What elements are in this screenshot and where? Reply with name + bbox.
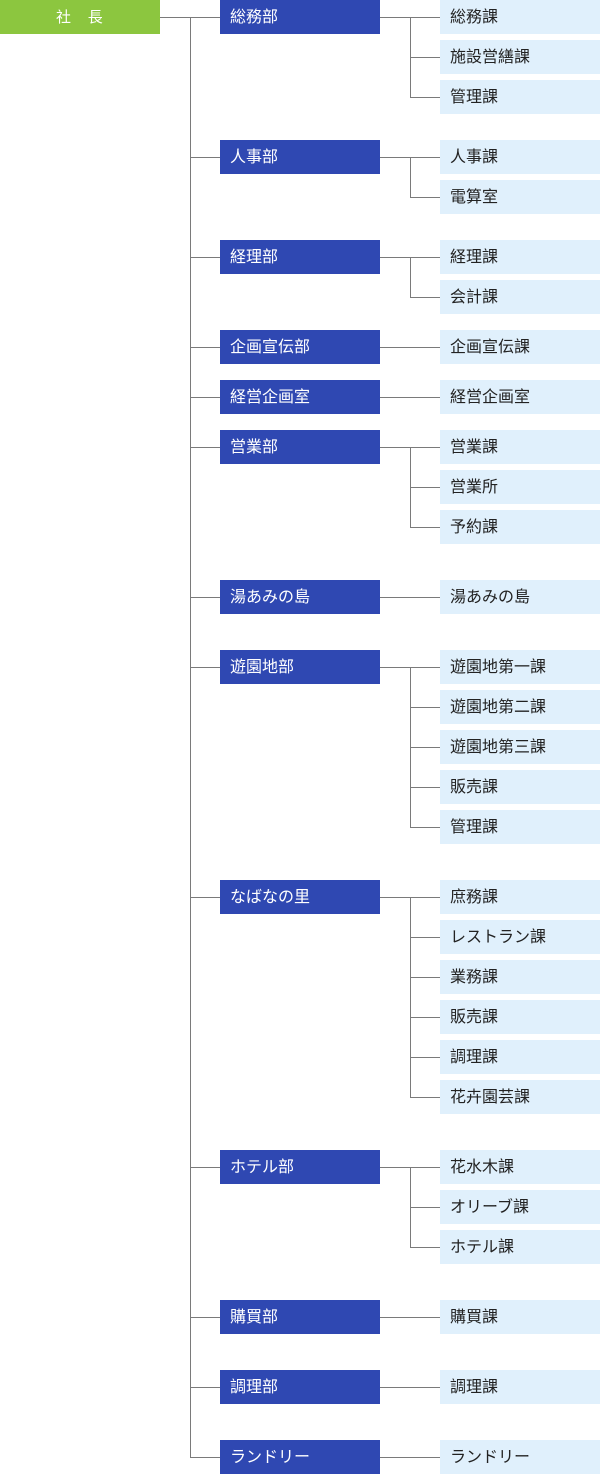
connector-trunk-to-department xyxy=(190,447,220,448)
section-box: ホテル課 xyxy=(440,1230,600,1264)
section-box: 販売課 xyxy=(440,1000,600,1034)
root-president: 社 長 xyxy=(0,0,160,34)
department-box: 遊園地部 xyxy=(220,650,380,684)
connector-department-to-branch xyxy=(380,257,410,258)
connector-branch-to-section xyxy=(410,707,440,708)
connector-branch-to-section xyxy=(410,157,440,158)
section-box: 購買課 xyxy=(440,1300,600,1334)
connector-department-to-section xyxy=(380,1317,440,1318)
connector-branch-to-section xyxy=(410,527,440,528)
connector-department-to-branch xyxy=(380,897,410,898)
connector-branch-to-section xyxy=(410,57,440,58)
connector-trunk-to-department xyxy=(190,597,220,598)
connector-branch-to-section xyxy=(410,447,440,448)
section-box: ランドリー xyxy=(440,1440,600,1474)
connector-department-to-branch xyxy=(380,157,410,158)
connector-branch-vertical xyxy=(410,897,411,1098)
connector-branch-to-section xyxy=(410,97,440,98)
section-box: 花水木課 xyxy=(440,1150,600,1184)
connector-branch-to-section xyxy=(410,747,440,748)
connector-branch-to-section xyxy=(410,937,440,938)
connector-trunk-to-department xyxy=(190,1387,220,1388)
section-box: 営業課 xyxy=(440,430,600,464)
connector-trunk-to-department xyxy=(190,347,220,348)
department-box: 企画宣伝部 xyxy=(220,330,380,364)
section-box: 管理課 xyxy=(440,810,600,844)
section-box: 管理課 xyxy=(440,80,600,114)
section-box: 予約課 xyxy=(440,510,600,544)
connector-branch-to-section xyxy=(410,1167,440,1168)
department-box: 湯あみの島 xyxy=(220,580,380,614)
connector-branch-to-section xyxy=(410,257,440,258)
connector-branch-to-section xyxy=(410,787,440,788)
connector-branch-to-section xyxy=(410,1097,440,1098)
section-box: 経営企画室 xyxy=(440,380,600,414)
connector-department-to-branch xyxy=(380,17,410,18)
section-box: 庶務課 xyxy=(440,880,600,914)
section-box: 遊園地第二課 xyxy=(440,690,600,724)
section-box: 会計課 xyxy=(440,280,600,314)
section-box: 花卉園芸課 xyxy=(440,1080,600,1114)
connector-branch-to-section xyxy=(410,17,440,18)
connector-department-to-branch xyxy=(380,1167,410,1168)
connector-branch-vertical xyxy=(410,157,411,198)
section-box: 総務課 xyxy=(440,0,600,34)
department-box: 購買部 xyxy=(220,1300,380,1334)
department-box: 調理部 xyxy=(220,1370,380,1404)
section-box: 施設営繕課 xyxy=(440,40,600,74)
connector-branch-to-section xyxy=(410,1247,440,1248)
connector-department-to-branch xyxy=(380,667,410,668)
connector-trunk-to-department xyxy=(190,1167,220,1168)
section-box: 遊園地第一課 xyxy=(440,650,600,684)
connector-branch-to-section xyxy=(410,487,440,488)
connector-trunk-to-department xyxy=(190,1457,220,1458)
connector-trunk-vertical xyxy=(190,17,191,1458)
department-box: ランドリー xyxy=(220,1440,380,1474)
department-box: 総務部 xyxy=(220,0,380,34)
department-box: ホテル部 xyxy=(220,1150,380,1184)
section-box: オリーブ課 xyxy=(440,1190,600,1224)
connector-department-to-section xyxy=(380,397,440,398)
department-box: なばなの里 xyxy=(220,880,380,914)
section-box: 人事課 xyxy=(440,140,600,174)
connector-branch-to-section xyxy=(410,1057,440,1058)
connector-branch-to-section xyxy=(410,1017,440,1018)
department-box: 経営企画室 xyxy=(220,380,380,414)
section-box: 遊園地第三課 xyxy=(440,730,600,764)
department-box: 営業部 xyxy=(220,430,380,464)
connector-trunk-to-department xyxy=(190,397,220,398)
section-box: レストラン課 xyxy=(440,920,600,954)
section-box: 調理課 xyxy=(440,1370,600,1404)
connector-department-to-section xyxy=(380,597,440,598)
section-box: 販売課 xyxy=(440,770,600,804)
connector-trunk-to-department xyxy=(190,157,220,158)
connector-trunk-to-department xyxy=(190,667,220,668)
department-box: 人事部 xyxy=(220,140,380,174)
section-box: 調理課 xyxy=(440,1040,600,1074)
connector-branch-to-section xyxy=(410,197,440,198)
section-box: 電算室 xyxy=(440,180,600,214)
section-box: 業務課 xyxy=(440,960,600,994)
department-box: 経理部 xyxy=(220,240,380,274)
connector-branch-to-section xyxy=(410,977,440,978)
connector-branch-to-section xyxy=(410,1207,440,1208)
section-box: 企画宣伝課 xyxy=(440,330,600,364)
connector-branch-to-section xyxy=(410,897,440,898)
connector-branch-vertical xyxy=(410,257,411,298)
connector-department-to-section xyxy=(380,1457,440,1458)
section-box: 湯あみの島 xyxy=(440,580,600,614)
connector-branch-to-section xyxy=(410,297,440,298)
section-box: 経理課 xyxy=(440,240,600,274)
connector-department-to-section xyxy=(380,347,440,348)
section-box: 営業所 xyxy=(440,470,600,504)
connector-trunk-to-department xyxy=(190,257,220,258)
connector-branch-to-section xyxy=(410,667,440,668)
connector-branch-to-section xyxy=(410,827,440,828)
connector-department-to-branch xyxy=(380,447,410,448)
connector-trunk-to-department xyxy=(190,1317,220,1318)
connector-trunk-to-department xyxy=(190,897,220,898)
connector-department-to-section xyxy=(380,1387,440,1388)
